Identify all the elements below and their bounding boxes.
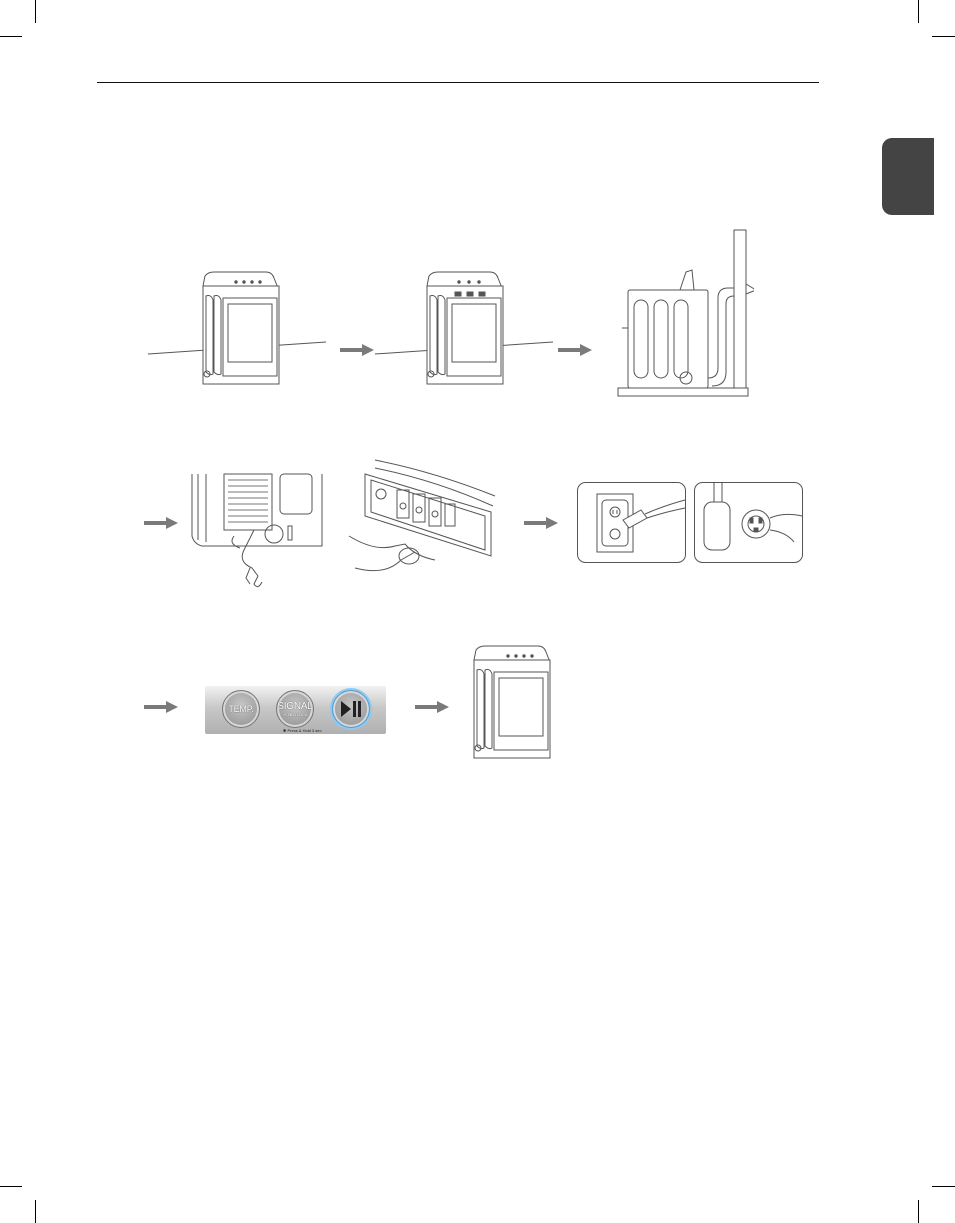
crop-mark — [918, 0, 919, 23]
crop-mark — [932, 36, 955, 37]
dryer-ready-illustration — [470, 644, 554, 762]
dryer-rear-power-cord-illustration — [188, 470, 328, 594]
crop-mark — [35, 1200, 36, 1223]
play-pause-icon — [341, 701, 361, 717]
dryer-level-illustration — [148, 270, 328, 392]
start-pause-button[interactable] — [332, 690, 370, 728]
arrow-icon — [144, 517, 178, 529]
language-tab — [882, 138, 934, 215]
dryer-adjust-illustration — [375, 270, 555, 392]
arrow-icon — [144, 701, 178, 713]
crop-mark — [0, 36, 22, 37]
arrow-icon — [524, 517, 558, 529]
crop-mark — [932, 1186, 955, 1187]
press-hold-note: ✱ Press & Hold 3 sec. — [283, 728, 323, 733]
arrow-icon — [415, 701, 449, 713]
control-panel: TEMP. SIGNAL +CHILD LOCK ✱ Press & Hold … — [205, 686, 386, 734]
crop-mark — [0, 1186, 22, 1187]
temp-button[interactable]: TEMP. — [222, 690, 260, 728]
temp-label: TEMP. — [228, 704, 253, 714]
dryer-venting-illustration — [614, 228, 754, 400]
signal-button[interactable]: SIGNAL +CHILD LOCK — [276, 690, 314, 728]
signal-label: SIGNAL — [277, 702, 312, 712]
crop-mark — [918, 1200, 919, 1223]
arrow-icon — [340, 344, 374, 356]
child-lock-label: +CHILD LOCK — [283, 712, 307, 717]
terminal-block-illustration — [345, 456, 505, 578]
outlet-3-wire-illustration — [577, 482, 687, 564]
crop-mark — [35, 0, 36, 23]
arrow-icon — [558, 344, 592, 356]
header-rule — [97, 82, 819, 83]
outlet-4-wire-illustration — [694, 482, 804, 564]
